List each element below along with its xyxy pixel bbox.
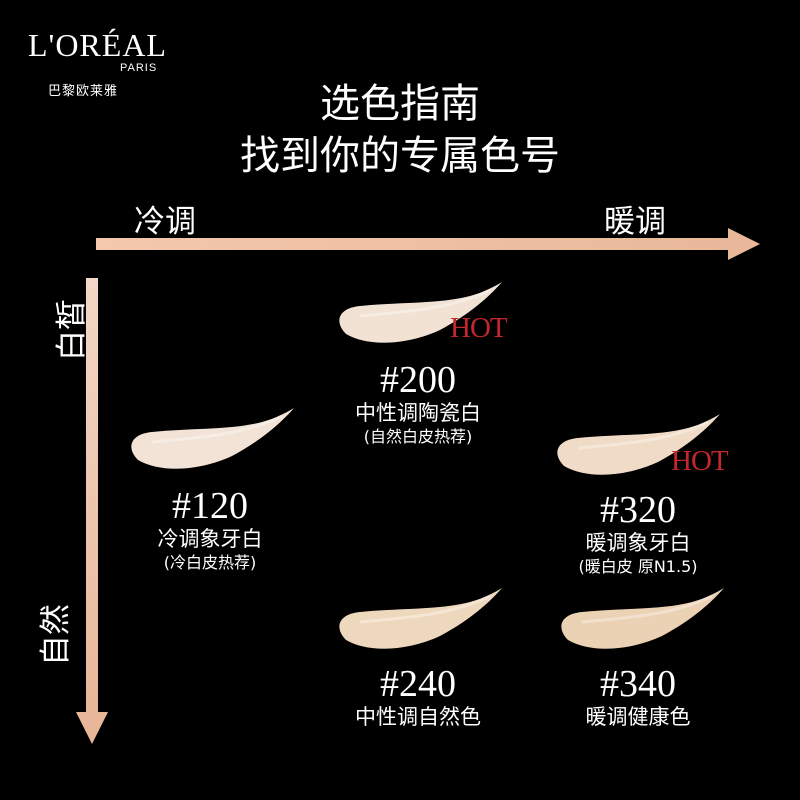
foundation-swatch	[131, 408, 294, 469]
shade-240: #240 中性调自然色	[318, 664, 518, 730]
shade-340: #340 暖调健康色	[538, 664, 738, 730]
shade-name: 暖调健康色	[585, 705, 691, 729]
shade-code: #200	[380, 359, 456, 401]
horizontal-arrow	[96, 228, 760, 260]
logo-paris: PARIS	[120, 62, 158, 74]
warm-tone-label: 暖调	[604, 204, 666, 240]
logo-wordmark: L'ORÉAL	[28, 27, 167, 63]
shade-code: #320	[600, 489, 676, 531]
shade-120: #120 冷调象牙白 (冷白皮热荐)	[110, 486, 310, 574]
shade-note: (暖白皮 原N1.5)	[578, 557, 698, 576]
page-title: 选色指南	[320, 81, 480, 127]
foundation-swatch	[561, 588, 724, 649]
foundation-swatch	[339, 588, 502, 649]
shade-name: 中性调陶瓷白	[355, 401, 481, 425]
shade-name: 冷调象牙白	[157, 527, 263, 551]
vertical-arrow	[76, 278, 108, 744]
swatch-highlight	[359, 288, 491, 318]
swatch-highlight	[577, 420, 709, 450]
shade-code: #120	[172, 485, 248, 527]
shade-name: 暖调象牙白	[585, 531, 691, 555]
shade-code: #340	[600, 663, 676, 705]
swatch-highlight	[359, 594, 491, 624]
shade-200: #200 中性调陶瓷白 (自然白皮热荐)	[318, 360, 518, 448]
logo-chinese-name: 巴黎欧莱雅	[48, 84, 119, 99]
page-subtitle: 找到你的专属色号	[240, 133, 560, 179]
foundation-swatch	[339, 282, 502, 343]
hot-badge: HOT	[671, 445, 729, 477]
swatch-highlight	[581, 594, 713, 624]
swatch-highlight	[151, 414, 283, 444]
cool-tone-label: 冷调	[134, 204, 196, 240]
hot-badge: HOT	[450, 312, 508, 344]
shade-name: 中性调自然色	[355, 705, 481, 729]
foundation-swatch	[557, 414, 720, 475]
natural-skin-label: 自然	[38, 604, 74, 666]
shade-note: (冷白皮热荐)	[163, 553, 257, 572]
shade-note: (自然白皮热荐)	[363, 427, 473, 446]
shade-code: #240	[380, 663, 456, 705]
shade-320: #320 暖调象牙白 (暖白皮 原N1.5)	[538, 490, 738, 578]
fair-skin-label: 白皙	[54, 299, 90, 361]
brand-logo: L'ORÉAL PARIS 巴黎欧莱雅	[28, 27, 178, 99]
